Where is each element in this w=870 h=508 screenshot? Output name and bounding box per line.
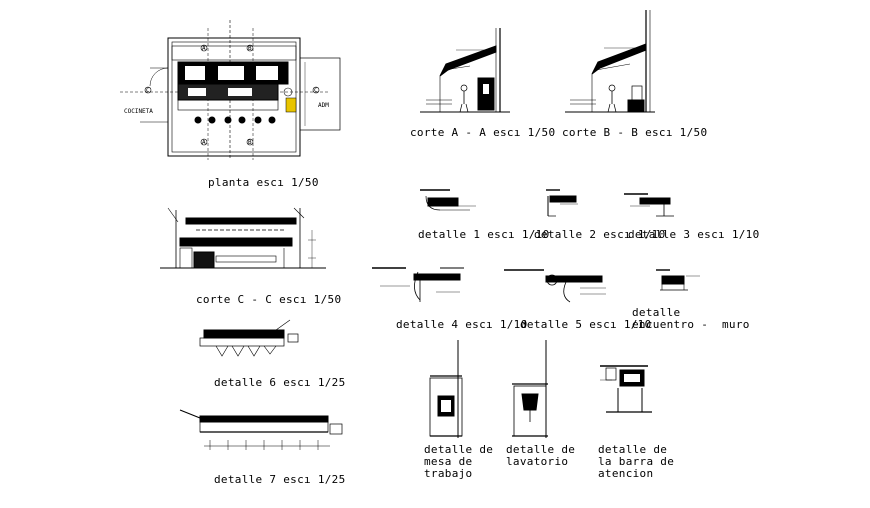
adm-tag: ADM — [318, 102, 329, 109]
detail-2-label: detalle 2 escı 1/10 — [534, 228, 666, 241]
cut-a-bottom-tag: A — [202, 139, 206, 146]
kitchenette-tag: COCINETA — [124, 108, 153, 115]
detail-5-label: detalle 5 escı 1/10 — [520, 318, 652, 331]
detail-1-label: detalle 1 escı 1/10 — [418, 228, 550, 241]
section-a-a-drawing — [420, 28, 510, 113]
worktable-label: detalle de mesa de trabajo — [424, 443, 494, 480]
detail-6-label: detalle 6 escı 1/25 — [214, 376, 346, 389]
plan-view — [120, 20, 341, 160]
worktable-drawing — [429, 340, 463, 438]
detail-7-drawing — [179, 409, 343, 450]
detail-3-drawing — [624, 193, 674, 217]
cut-a-top-tag: A — [202, 45, 206, 52]
detail-4-drawing — [372, 267, 464, 302]
sink-drawing — [512, 340, 548, 438]
section-a-a-label: corte A - A escı 1/50 — [410, 126, 556, 139]
counter-label: detalle de la barra de atencion — [598, 443, 675, 480]
detail-3-label: detalle 3 escı 1/10 — [628, 228, 760, 241]
sink-label: detalle de lavatorio — [506, 443, 576, 468]
wall-junction-label: detalle encuentro - muro — [632, 306, 750, 331]
detail-1-drawing — [420, 189, 476, 211]
cut-b-top-tag: B — [248, 45, 252, 52]
detail-7-label: detalle 7 escı 1/25 — [214, 473, 346, 486]
section-b-b-drawing — [565, 10, 655, 113]
section-c-c-drawing — [160, 207, 326, 269]
detail-2-drawing — [546, 189, 578, 217]
detail-4-label: detalle 4 escı 1/10 — [396, 318, 528, 331]
counter-drawing — [600, 365, 652, 413]
cut-c-right-tag: C — [314, 87, 318, 94]
detail-6-drawing — [199, 319, 299, 357]
section-c-c-label: corte C - C escı 1/50 — [196, 293, 342, 306]
plan-label: planta escı 1/50 — [208, 176, 319, 189]
wall-junction-drawing — [656, 269, 700, 291]
cut-b-bottom-tag: B — [248, 139, 252, 146]
section-b-b-label: corte B - B escı 1/50 — [562, 126, 708, 139]
cut-c-left-tag: C — [146, 87, 150, 94]
detail-5-drawing — [504, 269, 606, 303]
